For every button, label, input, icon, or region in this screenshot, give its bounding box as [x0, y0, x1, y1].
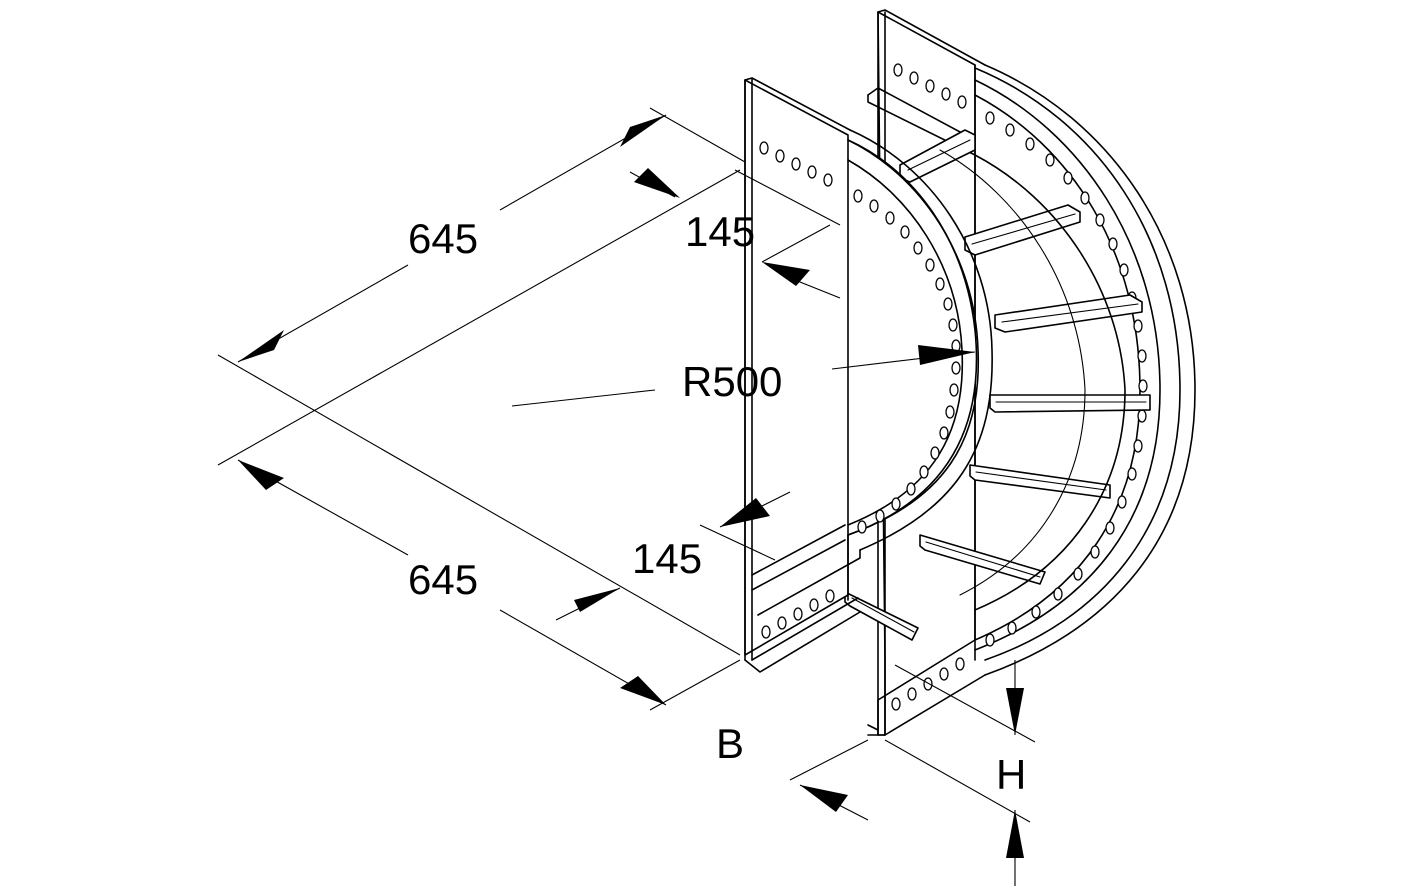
arrow-145-bottom-b	[574, 588, 620, 612]
arrow-b	[800, 785, 848, 812]
arrow-145-top-b	[762, 262, 810, 286]
arrow-645-bottom-end	[620, 676, 666, 705]
inner-floor-edges	[939, 149, 1126, 611]
arrow-645-top-start	[238, 330, 284, 362]
rungs	[844, 129, 1151, 641]
arrow-145-top-a	[634, 168, 680, 198]
dimension-lines	[217, 107, 1036, 886]
label-645-top: 645	[408, 215, 478, 262]
dimension-labels: 645 145 R500 145 645 B H	[408, 208, 1026, 798]
arrow-r500	[918, 345, 975, 365]
inner-side-rail	[744, 77, 993, 673]
label-h: H	[996, 751, 1026, 798]
arrow-645-bottom-start	[238, 460, 284, 490]
arrow-h-bottom	[1006, 810, 1024, 858]
inner-rail-holes	[759, 141, 961, 639]
label-b: B	[716, 720, 744, 767]
arrow-145-bottom-a	[720, 498, 770, 527]
outer-rail-holes	[891, 63, 1148, 711]
arrow-645-top-end	[620, 115, 666, 147]
arrow-h-top	[1006, 688, 1024, 735]
dimension-arrows	[238, 115, 1024, 858]
label-645-bottom: 645	[408, 556, 478, 603]
label-145-top: 145	[685, 208, 755, 255]
label-145-bottom: 145	[632, 535, 702, 582]
label-r500: R500	[682, 358, 782, 405]
